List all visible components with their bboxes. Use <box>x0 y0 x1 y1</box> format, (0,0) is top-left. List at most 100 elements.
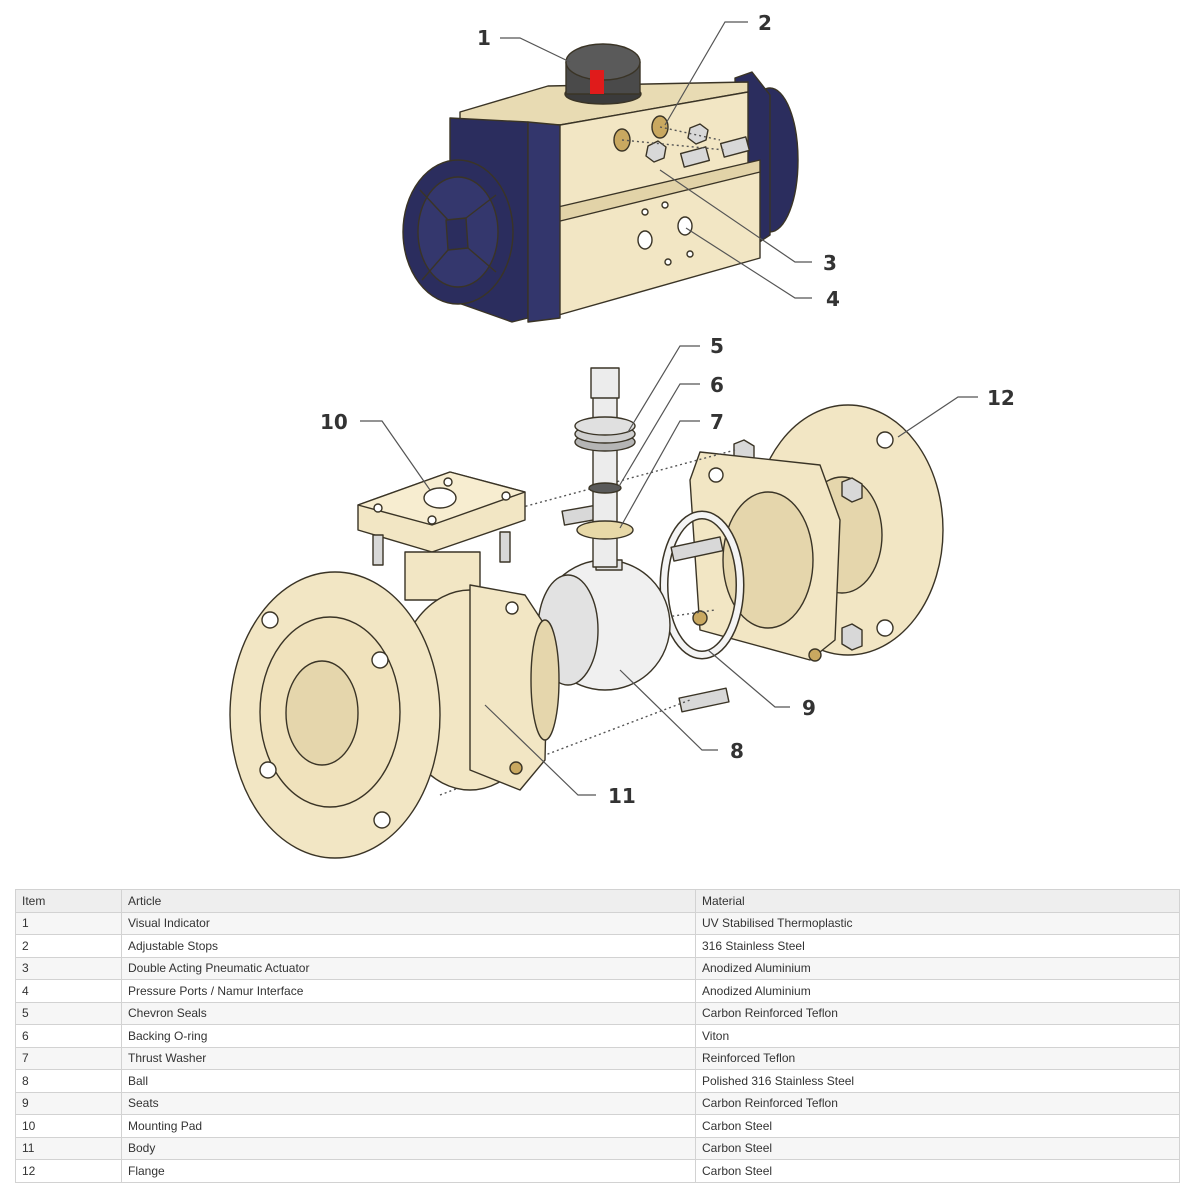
cell-material: Polished 316 Stainless Steel <box>695 1069 1180 1093</box>
exploded-valve-diagram: 1 2 3 4 5 6 7 8 9 10 11 12 <box>229 11 1015 859</box>
cell-item: 3 <box>15 956 122 980</box>
connector-bolt-hole <box>692 610 708 626</box>
stud-bolt <box>678 687 730 713</box>
cell-article: Flange <box>121 1159 696 1183</box>
namur-hole-small <box>641 208 649 216</box>
callout-4: 4 <box>826 287 840 311</box>
pneumatic-actuator <box>402 43 799 323</box>
cell-item: 12 <box>15 1159 122 1183</box>
callout-12: 12 <box>987 386 1015 410</box>
end-cap-rib <box>421 249 449 281</box>
leader-line-9 <box>707 649 790 708</box>
mounting-pad-bore <box>423 487 457 509</box>
namur-hole <box>677 216 693 236</box>
cell-article: Adjustable Stops <box>121 934 696 958</box>
cell-item: 1 <box>15 911 122 935</box>
cell-item: 2 <box>15 934 122 958</box>
cell-material: Carbon Reinforced Teflon <box>695 1091 1180 1115</box>
callout-11: 11 <box>608 784 636 808</box>
callout-5: 5 <box>710 334 724 358</box>
mounting-pad-hole <box>373 503 383 513</box>
cell-item: 4 <box>15 979 122 1003</box>
cell-material: Carbon Steel <box>695 1114 1180 1138</box>
thrust-washer <box>576 520 634 540</box>
cell-article: Backing O-ring <box>121 1024 696 1048</box>
body-bolt-hole <box>505 601 519 615</box>
leader-line-10 <box>360 420 431 491</box>
cell-article: Visual Indicator <box>121 911 696 935</box>
cell-material: Anodized Aluminium <box>695 979 1180 1003</box>
cell-article: Chevron Seals <box>121 1001 696 1025</box>
leader-line-7 <box>619 420 700 529</box>
mounting-pad-hole <box>501 491 511 501</box>
cell-material: Viton <box>695 1024 1180 1048</box>
end-cap-square-boss <box>445 217 469 251</box>
seat-ring <box>661 512 743 658</box>
flange-bolt-hole <box>876 619 894 637</box>
callout-10: 10 <box>320 410 348 434</box>
flange-nut <box>841 623 863 651</box>
stop-nut <box>645 140 667 163</box>
leader-line-5 <box>627 345 700 433</box>
stop-nut <box>687 123 709 145</box>
cell-item: 7 <box>15 1046 122 1070</box>
callout-9: 9 <box>802 696 816 720</box>
connector-bolt-hole <box>808 648 822 662</box>
cell-item: 11 <box>15 1136 122 1160</box>
cell-material: Carbon Reinforced Teflon <box>695 1001 1180 1025</box>
callout-1: 1 <box>477 26 491 50</box>
mounting-screw <box>499 531 511 563</box>
leader-line-2 <box>664 21 748 126</box>
mounting-screw <box>372 534 384 566</box>
cell-article: Pressure Ports / Namur Interface <box>121 979 696 1003</box>
cell-article: Body <box>121 1136 696 1160</box>
cell-item: 5 <box>15 1001 122 1025</box>
flange-bolt-hole <box>261 611 279 629</box>
leader-line-12 <box>897 396 978 438</box>
callout-8: 8 <box>730 739 744 763</box>
connector-bolt-hole <box>708 467 724 483</box>
chevron-seal <box>574 416 636 436</box>
assembly-dotted-line <box>659 126 721 141</box>
cell-material: 316 Stainless Steel <box>695 934 1180 958</box>
cell-material: Carbon Steel <box>695 1136 1180 1160</box>
indicator-red-marker <box>590 70 604 94</box>
callout-leaders <box>360 21 978 796</box>
body-end-bore <box>530 619 560 741</box>
cell-article: Mounting Pad <box>121 1114 696 1138</box>
flange-bolt-hole <box>373 811 391 829</box>
leader-line-11 <box>484 704 596 796</box>
mounting-pad-hole <box>427 515 437 525</box>
stud-bolt <box>670 536 724 562</box>
stop-bolt <box>679 146 711 168</box>
flange-bolt-hole <box>259 761 277 779</box>
namur-hole-small <box>661 201 669 209</box>
flange-bolt-hole <box>371 651 389 669</box>
cell-material: Carbon Steel <box>695 1159 1180 1183</box>
column-header-item: Item <box>15 889 122 913</box>
namur-hole-small <box>664 258 672 266</box>
mounting-pad-hole <box>443 477 453 487</box>
cell-article: Ball <box>121 1069 696 1093</box>
end-cap-rib <box>465 194 497 219</box>
left-flange-bore <box>285 660 359 766</box>
end-connector-bore <box>722 491 814 629</box>
cell-material: UV Stabilised Thermoplastic <box>695 911 1180 935</box>
column-header-article: Article <box>121 889 696 913</box>
ball-valve <box>229 367 944 859</box>
namur-hole-small <box>686 250 694 258</box>
flange-nut <box>841 477 863 503</box>
cell-article: Seats <box>121 1091 696 1115</box>
callout-labels: 1 2 3 4 5 6 7 8 9 10 11 12 <box>320 11 1015 808</box>
actuator-end-plate-side <box>527 121 561 323</box>
column-header-material: Material <box>695 889 1180 913</box>
end-cap-rib <box>419 189 449 221</box>
